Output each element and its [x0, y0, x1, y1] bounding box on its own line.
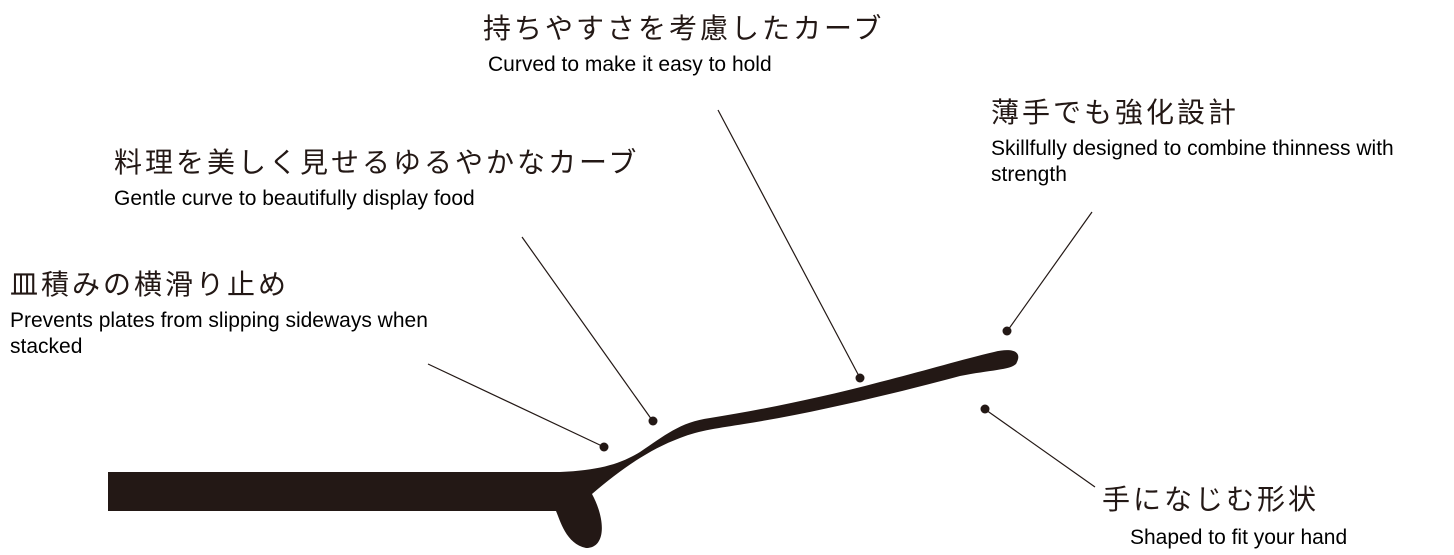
leader-line-easy-to-hold — [717, 109, 861, 379]
callout-thin-strong-en: Skillfully designed to combine thinness … — [991, 137, 1394, 186]
leader-line-thin-strong — [1007, 211, 1093, 331]
leader-line-fit-hand — [985, 409, 1096, 488]
plate-cross-section — [108, 350, 1019, 548]
callout-thin-strong-ja: 薄手でも強化設計 — [991, 96, 1240, 129]
leader-dot-display-food — [648, 416, 658, 426]
callout-stacking-ja: 皿積みの横滑り止め — [10, 268, 290, 301]
callout-stacking: 皿積みの横滑り止め Prevents plates from slipping … — [10, 268, 480, 360]
callout-fit-hand-ja: 手になじむ形状 — [1102, 483, 1320, 516]
callout-stacking-en: Prevents plates from slipping sideways w… — [10, 309, 428, 358]
callout-fit-hand: 手になじむ形状 Shaped to fit your hand — [1102, 483, 1347, 551]
leader-line-display-food — [521, 236, 653, 421]
callout-easy-to-hold-en: Curved to make it easy to hold — [488, 53, 772, 76]
leader-line-stacking — [427, 363, 603, 447]
callout-display-food-en: Gentle curve to beautifully display food — [114, 187, 475, 210]
callout-easy-to-hold: 持ちやすさを考慮したカーブ Curved to make it easy to … — [483, 12, 884, 78]
callout-display-food: 料理を美しく見せるゆるやかなカーブ Gentle curve to beauti… — [114, 146, 639, 212]
leader-dot-thin-strong — [1002, 326, 1012, 336]
leader-dot-easy-to-hold — [855, 373, 865, 383]
callout-display-food-ja: 料理を美しく見せるゆるやかなカーブ — [114, 146, 640, 179]
leader-dot-stacking — [599, 442, 609, 452]
callout-fit-hand-en: Shaped to fit your hand — [1130, 526, 1348, 549]
callout-easy-to-hold-ja: 持ちやすさを考慮したカーブ — [483, 12, 885, 45]
callout-thin-strong: 薄手でも強化設計 Skillfully designed to combine … — [991, 96, 1454, 188]
leader-dot-fit-hand — [980, 404, 990, 414]
